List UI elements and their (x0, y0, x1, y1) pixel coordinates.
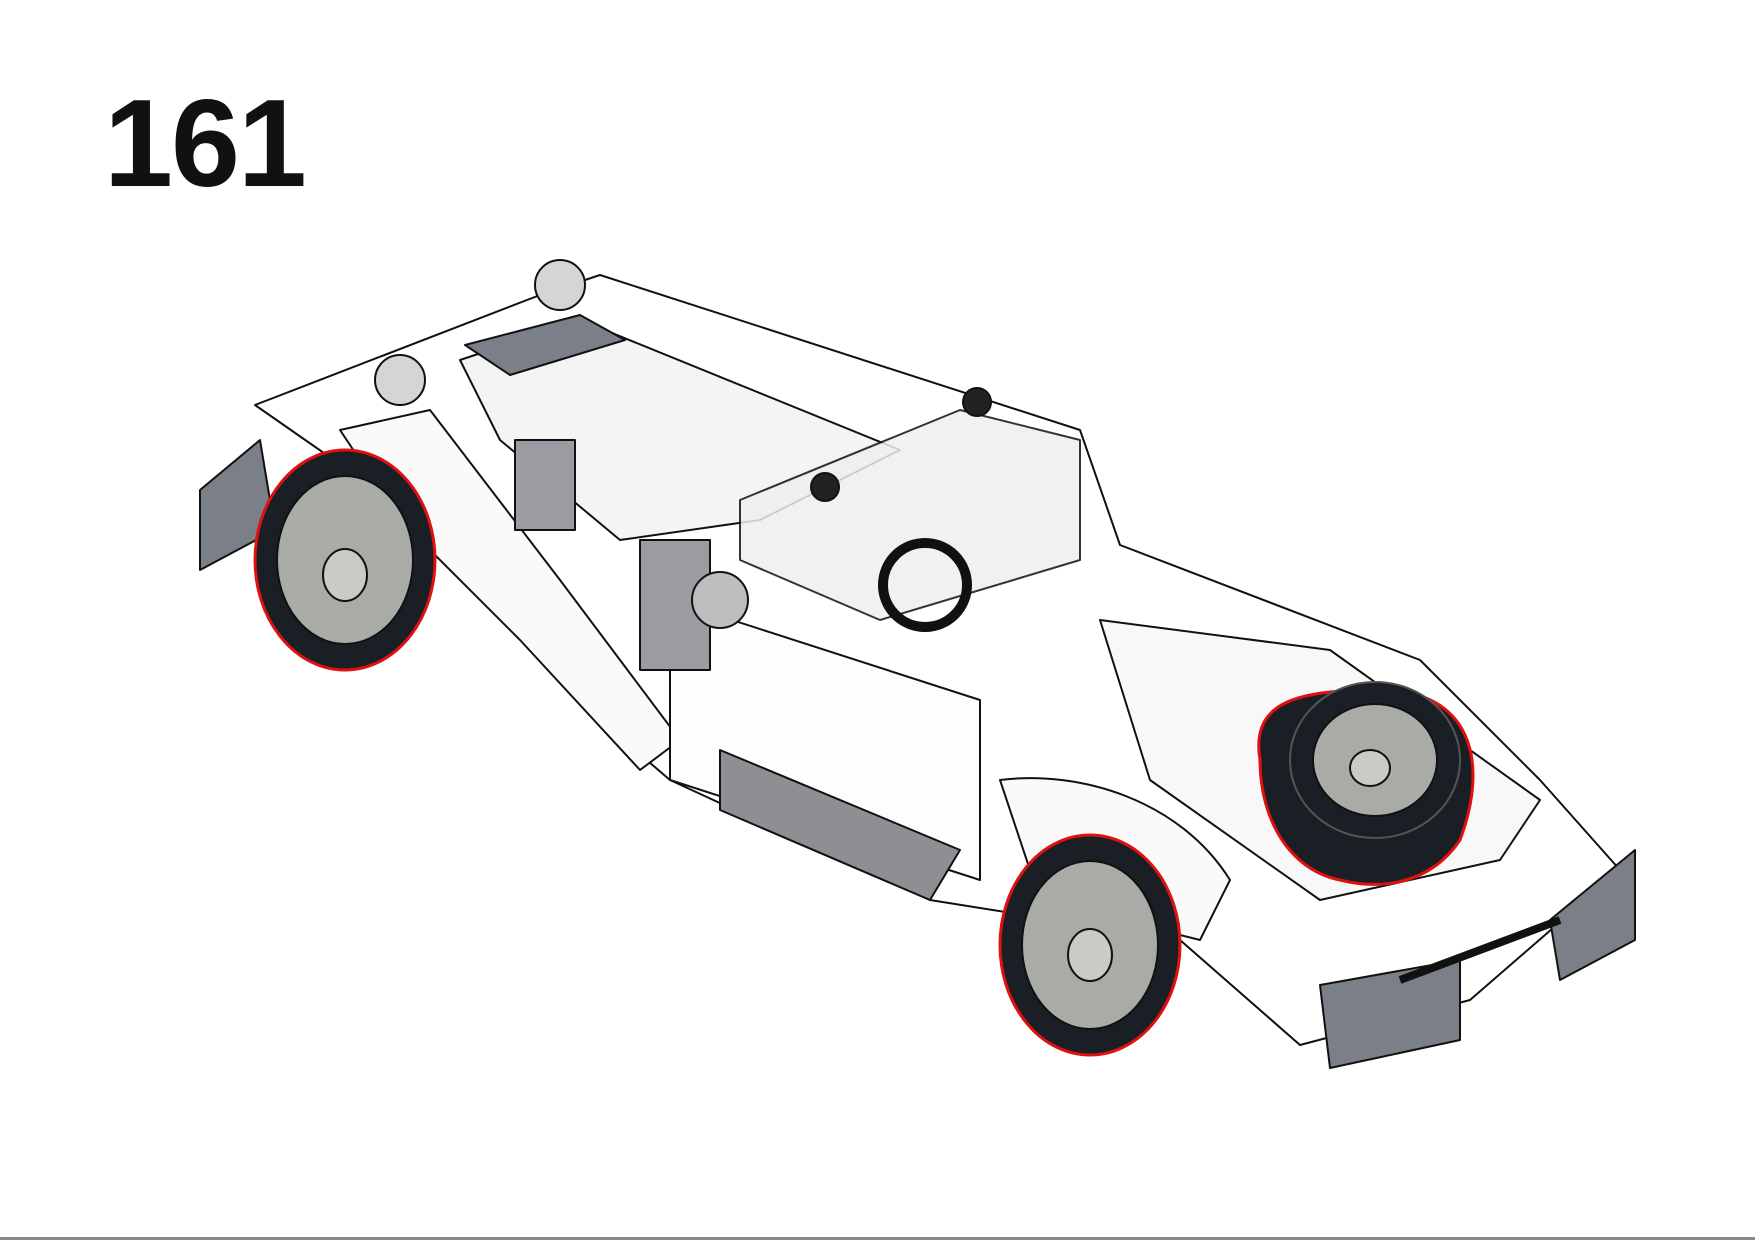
rear-bumper (1319, 959, 1461, 1069)
rear-wheel (998, 833, 1182, 1057)
front-wheel (253, 448, 437, 672)
steering-wheel (878, 538, 972, 632)
headlight (534, 259, 586, 311)
spare-wheel (1257, 681, 1475, 886)
page-bottom-rule (0, 1237, 1755, 1240)
running-board (719, 749, 961, 901)
headlight (374, 354, 426, 406)
stud (810, 472, 840, 502)
step-number: 161 (104, 75, 307, 213)
rear-axle (1398, 916, 1562, 984)
side-panel (669, 599, 981, 881)
engine-block (464, 314, 626, 376)
headlight (691, 571, 749, 629)
rear-bumper (1549, 849, 1636, 981)
car-body (254, 274, 1621, 1046)
grille (514, 439, 576, 531)
stud (962, 387, 992, 417)
windshield (739, 409, 1081, 621)
